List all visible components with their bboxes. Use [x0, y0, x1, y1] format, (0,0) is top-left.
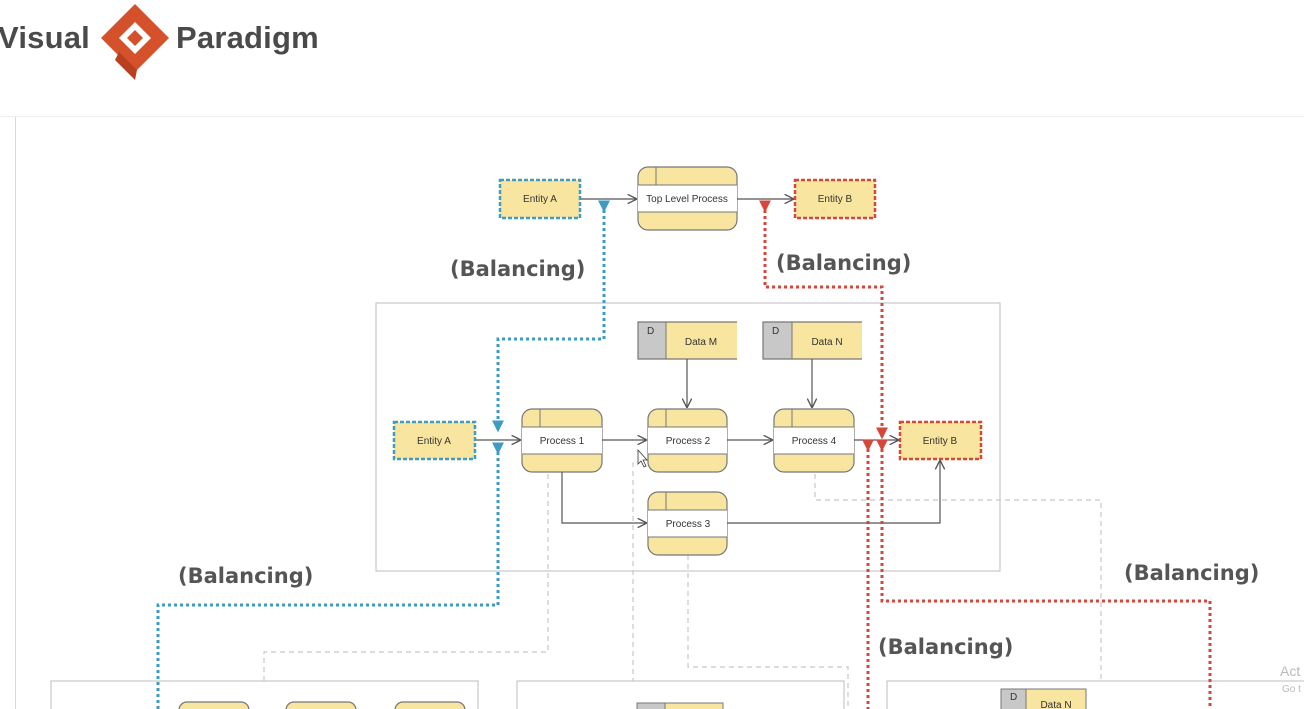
process-4[interactable]: Process 4: [773, 408, 855, 473]
content-left-border: [15, 117, 16, 709]
data-store-n[interactable]: D Data N: [762, 321, 862, 360]
data-store-m-tag: D: [647, 326, 654, 337]
process-2-label: Process 2: [666, 436, 711, 447]
process-1-label: Process 1: [540, 436, 585, 447]
data-store-n-label: Data N: [811, 337, 842, 348]
balancing-label-top-left: (Balancing): [450, 257, 585, 281]
data-store-m[interactable]: D Data M: [637, 321, 737, 360]
logo-text-visual: Visual: [0, 20, 90, 55]
mid-entity-b-label: Entity B: [923, 436, 958, 447]
balancing-label-top-right: (Balancing): [776, 251, 911, 275]
process-3-label: Process 3: [666, 519, 711, 530]
sub-data-store-n-label: Data N: [1040, 700, 1071, 709]
site-header: Visual Paradigm: [0, 0, 1304, 117]
mid-entity-b[interactable]: Entity B: [898, 420, 983, 461]
balancing-label-right: (Balancing): [1124, 561, 1259, 585]
top-entity-b-label: Entity B: [818, 194, 853, 205]
balancing-links-red: [759, 200, 1212, 709]
visual-paradigm-logo-icon: [101, 4, 169, 80]
balancing-label-bottom-right: (Balancing): [878, 635, 1013, 659]
top-level-process[interactable]: Top Level Process: [637, 166, 738, 231]
activate-windows-watermark-sub: Go t: [1282, 684, 1301, 695]
logo-text-paradigm: Paradigm: [176, 20, 319, 55]
data-store-m-label: Data M: [685, 337, 717, 348]
sub-data-store-n-tag: D: [1010, 692, 1017, 703]
top-entity-a[interactable]: Entity A: [498, 178, 582, 220]
process-4-label: Process 4: [792, 436, 837, 447]
top-entity-b[interactable]: Entity B: [793, 178, 877, 220]
sub-diagram-frame-right: [886, 680, 1304, 709]
top-entity-a-label: Entity A: [523, 194, 557, 205]
decomposition-links: [263, 462, 1102, 709]
process-2[interactable]: Process 2: [647, 408, 728, 473]
mouse-cursor-icon: [637, 448, 648, 468]
mid-entity-a-label: Entity A: [417, 436, 451, 447]
balancing-label-bottom-left: (Balancing): [178, 564, 313, 588]
sub-process-stub: [178, 701, 466, 709]
sub-diagram-frame-middle: [516, 680, 845, 709]
activate-windows-watermark: Act: [1280, 663, 1301, 679]
balancing-links-blue: [156, 200, 610, 709]
sub-data-store-stub: [636, 702, 724, 709]
process-3[interactable]: Process 3: [647, 491, 728, 556]
level-1-frame: [375, 302, 1001, 572]
data-store-n-tag: D: [772, 326, 779, 337]
mid-entity-a[interactable]: Entity A: [392, 420, 477, 461]
process-1[interactable]: Process 1: [521, 408, 603, 473]
top-level-process-label: Top Level Process: [646, 194, 728, 205]
sub-data-store-n[interactable]: D Data N: [1000, 688, 1087, 709]
